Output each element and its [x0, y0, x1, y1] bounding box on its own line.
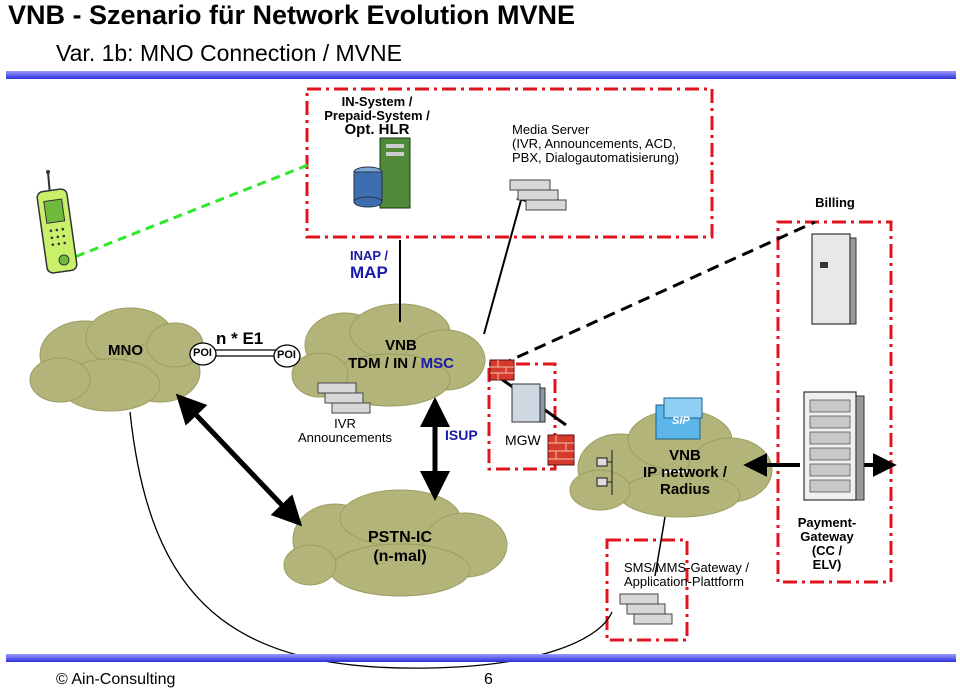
- firewall-icon-top: [489, 359, 515, 381]
- in-system-server-icon: [353, 137, 411, 209]
- isup-label: ISUP: [445, 427, 478, 443]
- mno-cloud: [29, 307, 204, 412]
- mobile-phone-icon: [36, 170, 78, 274]
- poi-right-circle: [273, 344, 301, 368]
- poi-right-label: POI: [277, 349, 296, 361]
- mno-label: MNO: [108, 342, 143, 359]
- billing-server-icon: [811, 233, 857, 325]
- sip-icon-label: SIP: [672, 415, 690, 427]
- msc-label: MSC: [420, 355, 454, 372]
- billing-link: [499, 220, 816, 367]
- e1-link-label: n * E1: [216, 329, 264, 348]
- page-title: VNB - Szenario für Network Evolution MVN…: [8, 0, 576, 30]
- in-system-box: [305, 87, 714, 239]
- sms-gateway-server-icon: [619, 593, 673, 625]
- vnb-tdm-cloud: [291, 303, 486, 407]
- mgw-label: MGW: [505, 432, 541, 448]
- inap-map-label: INAP / MAP: [350, 248, 389, 282]
- payment-gateway-server-icon: [803, 391, 865, 501]
- pstn-label: PSTN-IC (n-mal): [368, 529, 432, 565]
- media-server-label: Media Server (IVR, Announcements, ACD, P…: [512, 122, 679, 165]
- header-bar: [6, 71, 956, 79]
- sms-gateway-box: [605, 538, 689, 642]
- billing-box: [776, 220, 893, 584]
- pstn-cloud: [283, 489, 508, 597]
- in-system-label: IN-System / Prepaid-System / Opt. HLR: [324, 94, 430, 138]
- page-number: 6: [484, 671, 493, 688]
- ivr-label: IVR Announcements: [298, 416, 392, 445]
- billing-label: Billing: [815, 195, 855, 210]
- mno-pstn-arrow: [175, 393, 303, 527]
- poi-left-circle: [189, 342, 217, 366]
- network-bus-icon: [596, 450, 613, 495]
- copyright-text: © Ain-Consulting: [56, 671, 176, 688]
- poi-left-label: POI: [193, 347, 212, 359]
- ivr-server-icon: [317, 382, 371, 414]
- page-subtitle: Var. 1b: MNO Connection / MVNE: [56, 40, 402, 66]
- mno-sms-curve: [129, 411, 613, 669]
- sip-server-icon: [655, 397, 703, 440]
- sms-link: [654, 516, 666, 577]
- footer-bar: [6, 654, 956, 662]
- media-server-icon: [509, 179, 567, 211]
- vnb-tdm-label: VNB TDM / IN / MSC: [348, 337, 454, 372]
- firewall-icon-bottom: [547, 434, 575, 466]
- payment-gateway-label: Payment- Gateway (CC / ELV): [797, 515, 857, 572]
- signalling-line: [61, 163, 309, 264]
- vnb-ip-label: VNB IP network / Radius: [643, 447, 727, 498]
- sms-gateway-label: SMS/MMS-Gateway / Application-Plattform: [624, 560, 749, 589]
- media-server-arrow: [483, 191, 526, 335]
- mgw-device-icon: [511, 383, 546, 423]
